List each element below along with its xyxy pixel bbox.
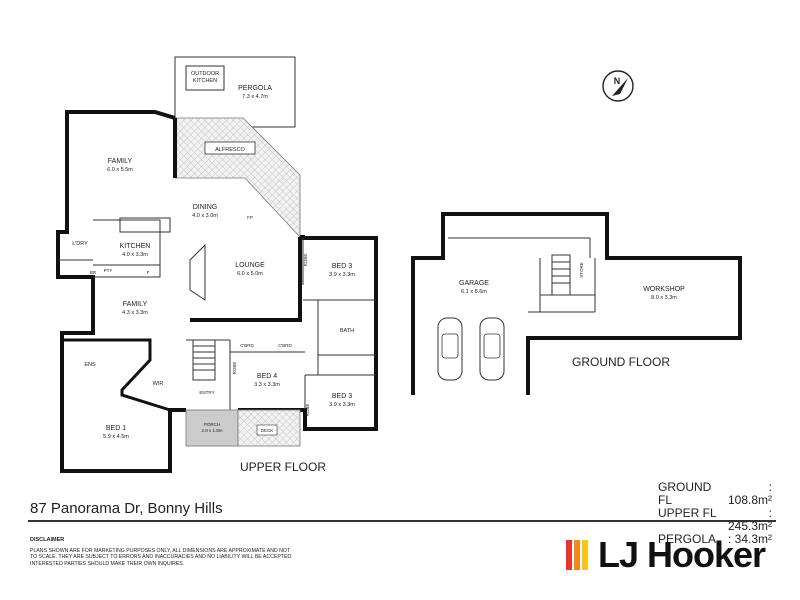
bath-label: BATH [340, 328, 354, 334]
compass-icon: N [602, 70, 634, 102]
brand-logo: LJ Hooker [566, 533, 776, 577]
bed3-bottom-size: 3.9 x 3.3m [329, 402, 355, 408]
area-label: UPPER FL [658, 506, 717, 520]
kitchen-label: KITCHEN [120, 243, 151, 250]
dining-label: DINING [193, 204, 218, 211]
area-label: GROUND FL [658, 480, 712, 507]
disclaimer-title: DISCLAIMER [30, 537, 65, 543]
robe-label: ROBE [303, 254, 308, 267]
garage-label: GARAGE [459, 280, 489, 287]
area-value: : 108.8m² [727, 480, 772, 507]
family-mid-size: 4.3 x 3.3m [122, 310, 148, 316]
area-value: : 34.3m² [727, 532, 772, 546]
cbrd-label-1: C'BRD [240, 343, 254, 348]
family-mid-label: FAMILY [123, 301, 148, 308]
bed3-top-size: 3.9 x 3.3m [329, 272, 355, 278]
ground-floor-label: GROUND FLOOR [572, 355, 670, 369]
area-row: PERGOLA : 34.3m² [658, 533, 772, 546]
upper-floor-label: UPPER FLOOR [240, 460, 326, 474]
upper-floor-walls [56, 110, 378, 473]
cbrd-label-2: C'BRD [278, 343, 292, 348]
bed1-label: BED 1 [106, 425, 126, 432]
area-label: PERGOLA [658, 532, 717, 546]
room-labels: OUTDOOR KITCHEN PERGOLA 7.3 x 4.7m ALFRE… [72, 71, 685, 474]
deck-label: DECK [261, 428, 274, 433]
bed1-size: 5.9 x 4.5m [103, 434, 129, 440]
area-row: GROUND FL : 108.8m² [658, 481, 772, 507]
porch-label: PORCH [204, 422, 220, 427]
workshop-size: 8.0 x 3.3m [651, 295, 677, 301]
disclaimer-text: PLANS SHOWN ARE FOR MARKETING PURPOSES O… [30, 548, 293, 567]
wir-label: WIR [153, 381, 164, 387]
outdoor-kitchen-label-2: KITCHEN [193, 78, 217, 84]
robe-label-2: ROBE [232, 362, 237, 375]
kitchen-size: 4.0 x 3.3m [122, 252, 148, 258]
lounge-size: 6.0 x 5.0m [237, 271, 263, 277]
logo-bar-orange [574, 540, 580, 570]
bed3-top-label: BED 3 [332, 263, 352, 270]
pty-label: PTY [104, 268, 113, 273]
car-icon [479, 317, 505, 381]
pergola-size: 7.3 x 4.7m [242, 94, 268, 100]
lounge-label: LOUNGE [235, 262, 265, 269]
ens-label: ENS [84, 362, 96, 368]
garage-size: 6.1 x 8.6m [461, 289, 487, 295]
area-row: UPPER FL : 245.3m² [658, 507, 772, 533]
porch-area [185, 409, 239, 447]
property-address: 87 Panorama Dr, Bonny Hills [30, 500, 223, 517]
ldry-label: L'DRY [72, 241, 88, 247]
area-summary: GROUND FL : 108.8m² UPPER FL : 245.3m² PER… [658, 481, 772, 546]
dining-size: 4.0 x 3.0m [192, 213, 218, 219]
svg-text:N: N [614, 76, 621, 86]
divider [28, 520, 776, 522]
area-value: : 245.3m² [727, 506, 772, 533]
fp-label: FP [247, 215, 253, 220]
bed4-label: BED 4 [257, 373, 277, 380]
br-label: BR [90, 270, 97, 275]
ground-floor-walls [411, 212, 742, 395]
bed4-size: 3.3 x 3.3m [254, 382, 280, 388]
robe-label-3: ROBE [305, 404, 310, 417]
workshop-label: WORKSHOP [643, 286, 685, 293]
f-label: F [147, 270, 150, 275]
logo-bar-yellow [582, 540, 588, 570]
alfresco-label: ALFRESCO [215, 147, 245, 153]
pergola-label: PERGOLA [238, 85, 272, 92]
store-label: STORE [579, 262, 584, 277]
car-icon [437, 317, 463, 381]
porch-size: 2.8 x 1.8m [201, 428, 222, 433]
logo-text: LJ Hooker [598, 534, 766, 575]
family-top-label: FAMILY [108, 158, 133, 165]
logo-bar-red [566, 540, 572, 570]
outdoor-kitchen-label-1: OUTDOOR [191, 71, 219, 77]
family-top-size: 6.0 x 5.5m [107, 167, 133, 173]
entry-label: ENTRY [199, 390, 214, 395]
bed3-bottom-label: BED 3 [332, 393, 352, 400]
